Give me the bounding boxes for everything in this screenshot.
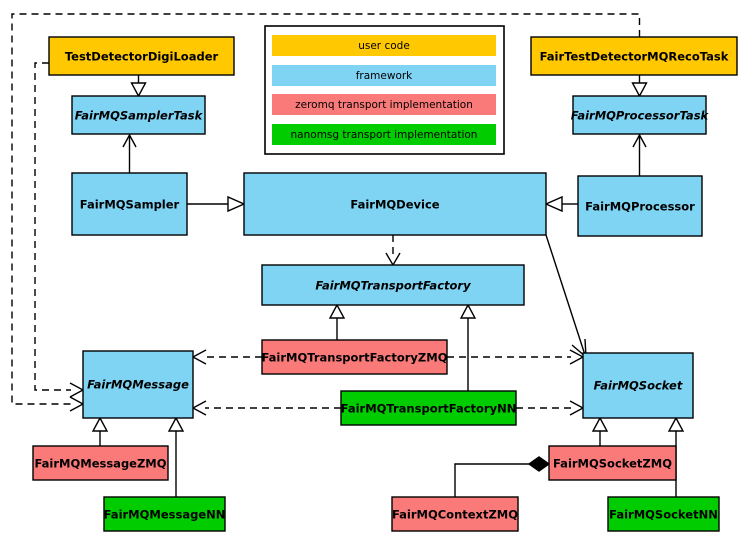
class-node-fairmqsocketnn[interactable]: FairMQSocketNN: [607, 496, 720, 532]
edge-sampler-to-samplertask: [122, 133, 137, 173]
class-node-fairmqtransportfactoryzmq[interactable]: FairMQTransportFactoryZMQ: [261, 339, 448, 375]
class-label-fairmqcontextzmq: FairMQContextZMQ: [392, 508, 518, 522]
edge-tfnn-to-message: [191, 400, 341, 416]
edge-device-to-socket: [545, 234, 587, 359]
class-label-fairmqdevice: FairMQDevice: [350, 198, 439, 212]
node-layer: TestDetectorDigiLoader FairMQSamplerTask…: [32, 36, 738, 532]
class-box-fairmqmessage[interactable]: [82, 350, 194, 419]
edge-processor-to-device: [544, 195, 578, 213]
edge-tfzmq-to-transportfactory: [328, 303, 346, 340]
class-box-fairmqtransportfactoryzmq[interactable]: [261, 339, 448, 375]
edge-recotask-to-processortask: [631, 75, 648, 98]
legend-item-zeromq: zeromq transport implementation: [272, 94, 496, 115]
class-label-fairmqsocketnn: FairMQSocketNN: [609, 508, 718, 522]
edge-contextzmq-to-socketzmq: [454, 456, 551, 497]
legend-item-nanomsg: nanomsg transport implementation: [272, 124, 496, 145]
class-box-fairmqtransportfactorynn[interactable]: [340, 390, 517, 426]
class-label-fairmqprocessor: FairMQProcessor: [585, 200, 695, 214]
class-box-fairmqdevice[interactable]: [243, 172, 547, 236]
legend-item-framework: framework: [272, 65, 496, 86]
class-box-fairmqcontextzmq[interactable]: [391, 496, 519, 532]
class-box-fairmqsocketzmq[interactable]: [548, 445, 677, 481]
edge-messagenn-to-message: [167, 416, 185, 497]
edge-messagezmq-to-message: [91, 416, 109, 446]
class-label-fairmqsocketzmq: FairMQSocketZMQ: [553, 457, 672, 471]
class-box-fairtestdetectormqrecotask[interactable]: [530, 36, 738, 76]
edge-socketzmq-to-socket: [591, 416, 609, 446]
class-box-fairmqtransportfactory[interactable]: [261, 264, 525, 306]
class-label-fairmqprocessortask: FairMQProcessorTask: [571, 109, 710, 123]
legend-swatch-user-code: [272, 35, 496, 56]
class-label-fairmqsamplertask: FairMQSamplerTask: [75, 109, 204, 123]
class-label-fairmqmessagezmq: FairMQMessageZMQ: [34, 457, 166, 471]
class-node-fairmqmessagenn[interactable]: FairMQMessageNN: [103, 496, 226, 532]
class-label-fairmqmessagenn: FairMQMessageNN: [104, 508, 226, 522]
class-label-fairmqtransportfactorynn: FairMQTransportFactoryNN: [341, 402, 517, 416]
class-label-testdetectordigiloader: TestDetectorDigiLoader: [65, 50, 219, 64]
class-box-fairmqsampler[interactable]: [71, 172, 188, 236]
class-node-testdetectordigiloader[interactable]: TestDetectorDigiLoader: [48, 36, 235, 76]
legend-label-nanomsg: nanomsg transport implementation: [291, 129, 478, 141]
class-label-fairmqtransportfactoryzmq: FairMQTransportFactoryZMQ: [261, 351, 447, 365]
class-node-fairmqsocketzmq[interactable]: FairMQSocketZMQ: [548, 445, 677, 481]
class-box-fairmqsamplertask[interactable]: [71, 95, 206, 135]
class-node-fairmqsampler[interactable]: FairMQSampler: [71, 172, 188, 236]
class-label-fairtestdetectormqrecotask: FairTestDetectorMQRecoTask: [540, 50, 729, 64]
legend-swatch-nanomsg: [272, 124, 496, 145]
edge-tfzmq-to-message: [191, 349, 262, 365]
class-box-fairmqmessagenn[interactable]: [103, 496, 226, 532]
class-label-fairmqsampler: FairMQSampler: [80, 198, 180, 212]
legend-label-framework: framework: [356, 70, 413, 82]
legend: user code framework zeromq transport imp…: [264, 25, 505, 155]
class-node-fairmqprocessor[interactable]: FairMQProcessor: [577, 175, 703, 237]
class-node-fairmqsocket[interactable]: FairMQSocket: [582, 352, 694, 419]
edge-tfnn-to-transportfactory: [459, 303, 477, 391]
class-box-fairmqmessagezmq[interactable]: [32, 445, 169, 481]
legend-label-user-code: user code: [358, 40, 410, 52]
class-label-fairmqsocket: FairMQSocket: [594, 379, 683, 393]
class-box-testdetectordigiloader[interactable]: [48, 36, 235, 76]
edge-digiloader-to-samplertask: [130, 75, 147, 98]
edge-layer: [11, 13, 685, 497]
edge-device-to-transportfactory: [385, 235, 401, 267]
class-node-fairmqtransportfactory[interactable]: FairMQTransportFactory: [261, 264, 525, 306]
legend-label-zeromq: zeromq transport implementation: [295, 99, 473, 111]
class-node-fairmqmessagezmq[interactable]: FairMQMessageZMQ: [32, 445, 169, 481]
legend-swatch-zeromq: [272, 94, 496, 115]
legend-item-user-code: user code: [272, 35, 496, 56]
class-box-fairmqprocessortask[interactable]: [572, 95, 707, 135]
edge-processor-to-processortask: [632, 133, 647, 176]
edge-sampler-to-device: [187, 195, 246, 213]
class-label-fairmqtransportfactory: FairMQTransportFactory: [315, 279, 471, 293]
class-label-fairmqmessage: FairMQMessage: [87, 378, 189, 392]
class-node-fairtestdetectormqrecotask[interactable]: FairTestDetectorMQRecoTask: [530, 36, 738, 76]
class-node-fairmqmessage[interactable]: FairMQMessage: [82, 350, 194, 419]
class-box-fairmqprocessor[interactable]: [577, 175, 703, 237]
class-node-fairmqtransportfactorynn[interactable]: FairMQTransportFactoryNN: [340, 390, 517, 426]
class-node-fairmqdevice[interactable]: FairMQDevice: [243, 172, 547, 236]
edge-tfnn-to-socket: [516, 400, 585, 416]
class-node-fairmqcontextzmq[interactable]: FairMQContextZMQ: [391, 496, 519, 532]
class-box-fairmqsocket[interactable]: [582, 352, 694, 419]
legend-swatch-framework: [272, 65, 496, 86]
class-box-fairmqsocketnn[interactable]: [607, 496, 720, 532]
class-node-fairmqsamplertask[interactable]: FairMQSamplerTask: [71, 95, 206, 135]
class-node-fairmqprocessortask[interactable]: FairMQProcessorTask: [571, 95, 710, 135]
